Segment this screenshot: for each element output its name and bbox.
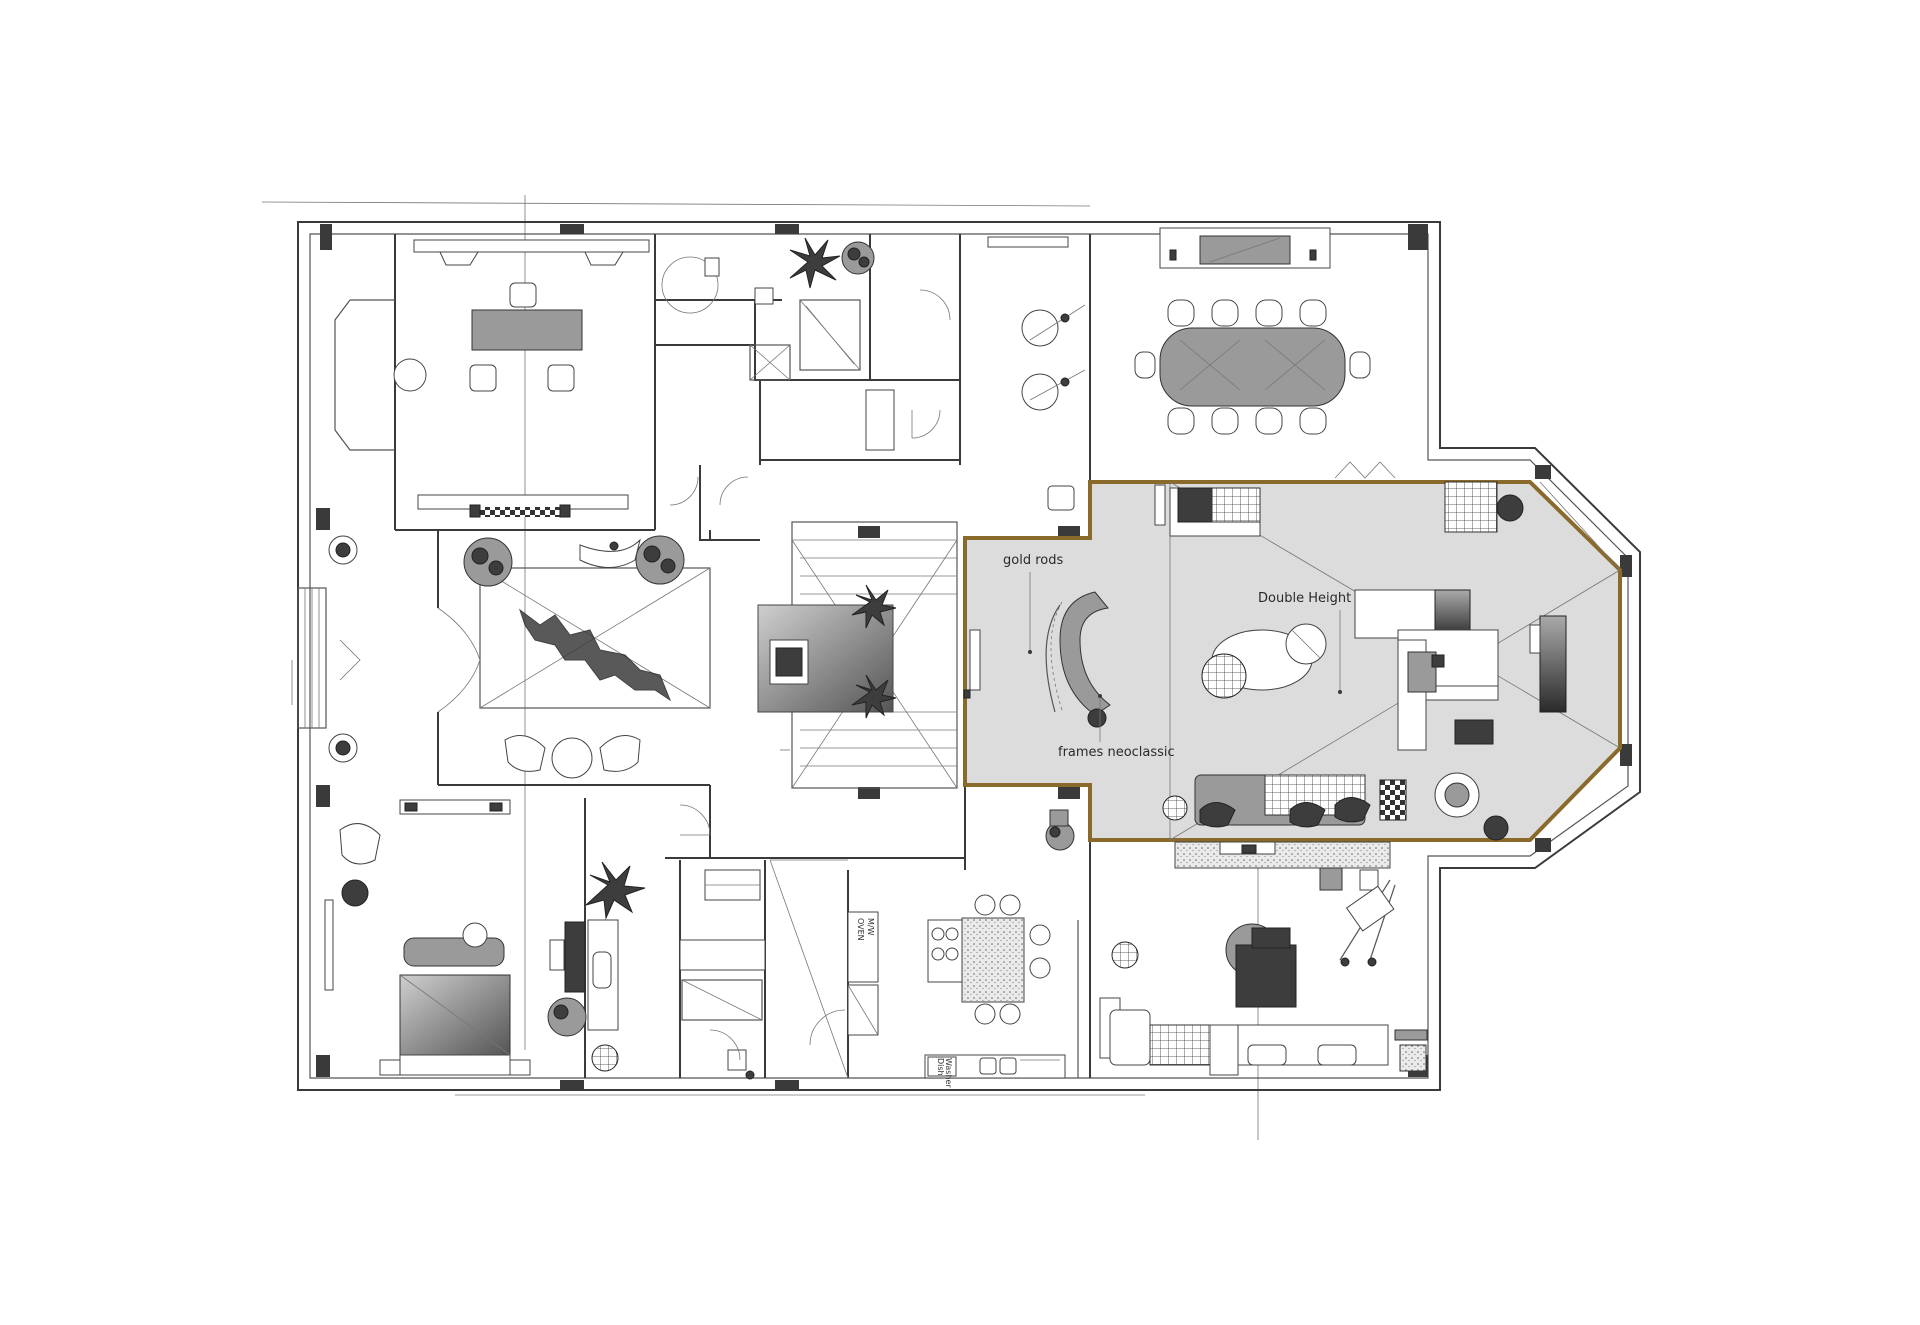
entry-hall: [437, 535, 711, 779]
bedroom: [324, 799, 711, 1076]
dining-area: [1134, 227, 1396, 479]
office-furniture: [393, 239, 650, 518]
shrub-icon: [841, 241, 875, 275]
label-microwave: M/W: [866, 918, 875, 936]
living-furniture: [969, 481, 1567, 841]
misc-details: [609, 541, 971, 751]
label-dishwasher-line2: Washer: [944, 1058, 953, 1088]
label-frames-neoclassic: frames neoclassic: [1058, 745, 1175, 760]
lower-lounge: [1099, 841, 1428, 1076]
tree-icon: [463, 537, 513, 587]
tree-icon: [635, 535, 685, 585]
label-oven: OVEN: [856, 918, 865, 941]
tree-icon: [547, 997, 587, 1037]
kitchen: Dish Washer: [924, 809, 1075, 1088]
service-core: [661, 237, 951, 506]
label-double-height: Double Height: [1258, 591, 1351, 606]
label-dishwasher-line1: Dish: [936, 1058, 945, 1076]
entrance-steps: [297, 535, 361, 763]
palm-plant-icon: [851, 584, 897, 629]
palm-plant-icon: [585, 861, 646, 920]
label-gold-rods: gold rods: [1003, 553, 1063, 568]
tree-icon: [1045, 821, 1075, 851]
palm-plant-icon: [789, 237, 841, 289]
staircase: [757, 521, 958, 789]
lower-service: M/W OVEN: [679, 859, 879, 1080]
bike-area: [987, 236, 1086, 511]
palm-plant-icon: [851, 674, 897, 719]
easel-icon: [1339, 879, 1396, 967]
annotations: gold rods Double Height frames neoclassi…: [1003, 553, 1351, 760]
